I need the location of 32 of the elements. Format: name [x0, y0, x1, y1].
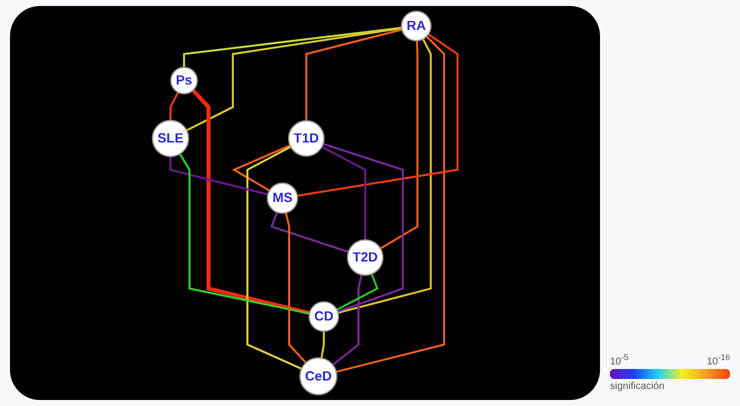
connector — [170, 156, 268, 196]
connector — [186, 27, 402, 132]
connector — [270, 212, 349, 253]
connector — [336, 36, 446, 373]
scale-tick-label: 10$^{-16}$ — [706, 352, 730, 367]
node-circle — [400, 10, 432, 42]
node-circle — [152, 120, 190, 158]
scale-title: significación — [610, 381, 664, 392]
connector — [246, 146, 302, 370]
node-circle — [346, 239, 384, 276]
node-circle — [299, 357, 338, 396]
connector — [178, 153, 310, 315]
connector — [284, 212, 307, 364]
connector — [192, 88, 310, 316]
connector — [338, 38, 432, 314]
connector — [297, 33, 458, 197]
graph-background: RA Ps SLE T1D MS T2D CD CeD — [10, 6, 600, 400]
node-circle — [288, 120, 325, 157]
connector — [332, 274, 362, 366]
connector — [170, 92, 179, 120]
connector — [322, 142, 404, 313]
node-circle — [266, 182, 298, 214]
scale-tick-label: 10$^{-5}$ — [610, 352, 629, 367]
connector — [380, 40, 418, 250]
node-circle — [308, 301, 340, 332]
connector — [336, 274, 379, 311]
connector — [183, 26, 402, 68]
connector — [305, 28, 402, 121]
connector — [232, 144, 291, 192]
node-circle — [170, 66, 198, 94]
connector — [320, 331, 325, 358]
connector — [321, 146, 366, 240]
